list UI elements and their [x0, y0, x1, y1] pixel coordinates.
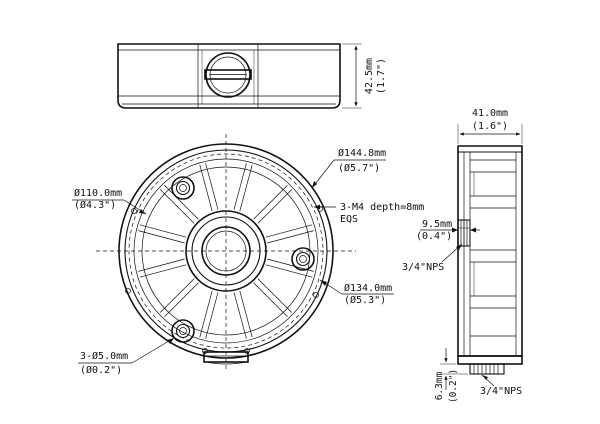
rib-line [205, 163, 219, 210]
side-port [457, 219, 471, 247]
inset-mm-label: 9.5mm [422, 219, 452, 230]
rib-line [159, 189, 195, 224]
side-view: 41.0mm (1.6") 9.5mm (0.4") 3/4"NPS 6.3mm [402, 108, 523, 403]
hole-count-callout: 3-Ø5.0mm (Ø0.2") [78, 337, 175, 376]
width-mm-label: 41.0mm [472, 108, 508, 119]
mounting-holes [125, 206, 323, 354]
rib-line [265, 224, 313, 238]
top-view: 42.5mm (1.7") [117, 43, 387, 109]
threaded-holes [171, 176, 315, 343]
bottom-tab [203, 351, 249, 365]
rib-line [253, 282, 288, 318]
inner-diameter-mm: Ø110.0mm [74, 187, 122, 199]
hole-count-in: (Ø0.2") [80, 364, 122, 376]
rib-line [138, 258, 185, 272]
height-in-label: (1.7") [376, 58, 387, 94]
rib-line [239, 164, 253, 212]
hole-circle-mm: Ø134.0mm [344, 282, 392, 294]
bottom-flange [457, 355, 523, 375]
rib-line [257, 278, 293, 313]
hole-circle-in: (Ø5.3") [344, 294, 386, 306]
width-in-label: (1.6") [472, 121, 508, 132]
hole-count-mm: 3-Ø5.0mm [80, 350, 128, 362]
side-port-callout: 3/4"NPS [402, 243, 463, 273]
bottom-port-callout: 3/4"NPS [480, 374, 522, 397]
thread-callout: 3-M4 depth=8mm EQS [314, 202, 424, 225]
rib-line [239, 290, 253, 338]
rib-line [139, 264, 187, 278]
rib-line [233, 292, 247, 339]
inner-diameter-in: (Ø4.3") [74, 199, 116, 211]
top-view-port [204, 52, 252, 98]
rib-line [138, 230, 185, 244]
rib-line [205, 292, 219, 339]
rib-line [233, 163, 247, 210]
side-view-ribs [470, 159, 516, 337]
thread-eqs-label: EQS [340, 214, 358, 225]
inner-hub [185, 210, 267, 292]
outer-rim [118, 143, 334, 359]
hole-circle-callout: Ø134.0mm (Ø5.3") [319, 279, 394, 306]
side-port-label: 3/4"NPS [402, 262, 444, 273]
outer-diameter-mm: Ø144.8mm [338, 147, 386, 159]
thread-spec-label: 3-M4 depth=8mm [340, 202, 424, 213]
height-mm-label: 42.5mm [364, 58, 375, 94]
inset-in-label: (0.4") [416, 231, 452, 242]
rib-line [164, 282, 199, 318]
flange-dimension: 6.3mm (0.2") [434, 348, 468, 403]
top-view-body [117, 43, 341, 109]
rib-line [159, 278, 195, 313]
inset-callout: 9.5mm (0.4") [416, 219, 480, 242]
rib-line [199, 290, 213, 338]
rib-line [164, 184, 199, 220]
rib-line [253, 184, 288, 220]
rib-line [199, 164, 213, 212]
inner-diameter-callout: Ø110.0mm (Ø4.3") [72, 187, 147, 215]
outer-diameter-callout: Ø144.8mm (Ø5.7") [311, 147, 386, 189]
width-dimension: 41.0mm (1.6") [457, 108, 523, 144]
front-view: Ø144.8mm (Ø5.7") Ø110.0mm (Ø4.3") 3-M4 d… [72, 134, 424, 376]
outer-diameter-in: (Ø5.7") [338, 162, 380, 174]
rib-line [265, 264, 313, 278]
flange-in-label: (0.2") [448, 369, 459, 403]
rib-line [139, 224, 187, 238]
rib-line [267, 230, 314, 244]
side-view-body [457, 145, 523, 357]
bottom-port-label: 3/4"NPS [480, 386, 522, 397]
height-dimension: 42.5mm (1.7") [342, 43, 387, 109]
rib-line [257, 189, 293, 224]
flange-mm-label: 6.3mm [434, 371, 445, 400]
